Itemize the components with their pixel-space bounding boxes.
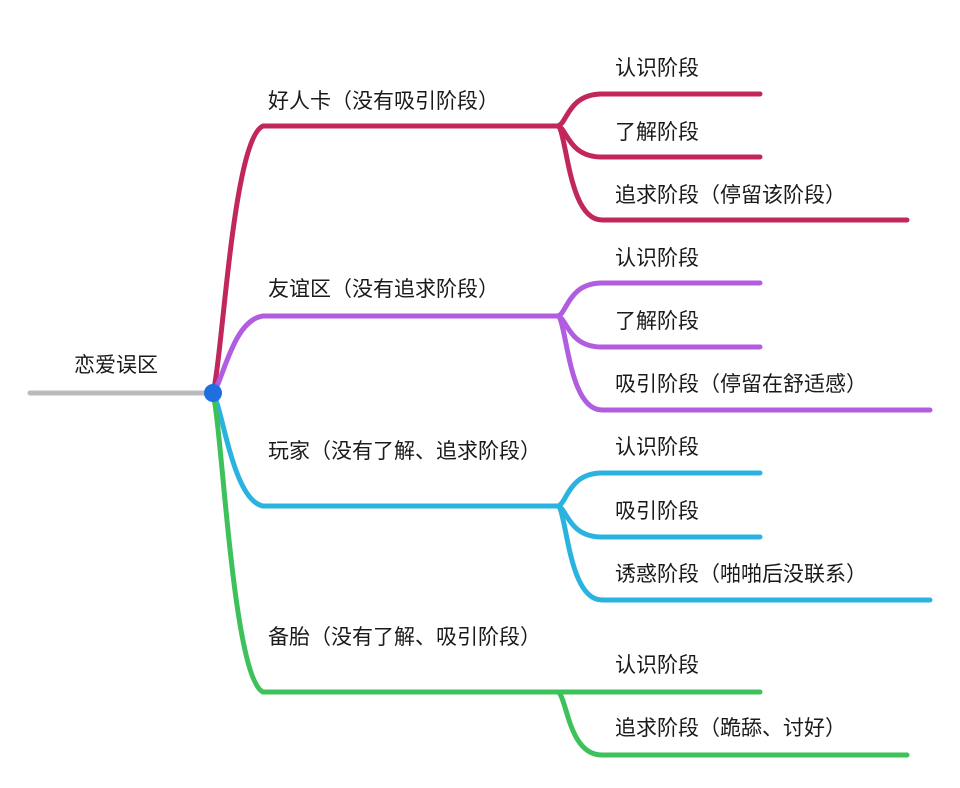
mindmap-edges: [27, 91, 933, 758]
leaf-line-backup-2: [554, 689, 910, 758]
branch-line-good-guy-card: [210, 123, 560, 396]
leaf-label-good-guy-card-2[interactable]: 了解阶段: [615, 120, 699, 144]
root-node-dot[interactable]: [204, 384, 222, 402]
leaf-line-good-guy-card-3: [554, 123, 910, 223]
branch-line-backup: [210, 390, 560, 695]
leaf-label-player-3[interactable]: 诱惑阶段（啪啪后没联系）: [615, 562, 867, 586]
branch-label-backup[interactable]: 备胎（没有了解、吸引阶段）: [268, 625, 541, 649]
branch-label-player[interactable]: 玩家（没有了解、追求阶段）: [268, 439, 541, 463]
leaf-label-friend-zone-2[interactable]: 了解阶段: [615, 309, 699, 333]
leaf-label-good-guy-card-3[interactable]: 追求阶段（停留该阶段）: [615, 183, 846, 207]
leaf-line-friend-zone-3: [554, 313, 933, 413]
leaf-line-player-3: [554, 503, 933, 603]
leaf-label-player-2[interactable]: 吸引阶段: [615, 499, 699, 523]
branch-label-good-guy-card[interactable]: 好人卡（没有吸引阶段）: [268, 89, 499, 113]
branch-label-friend-zone[interactable]: 友谊区（没有追求阶段）: [268, 277, 499, 301]
leaf-label-good-guy-card-1[interactable]: 认识阶段: [615, 56, 699, 80]
root-label[interactable]: 恋爱误区: [74, 353, 158, 377]
leaf-label-backup-1[interactable]: 认识阶段: [615, 653, 699, 677]
leaf-label-friend-zone-3[interactable]: 吸引阶段（停留在舒适感）: [615, 372, 867, 396]
branch-line-friend-zone: [210, 313, 560, 396]
leaf-label-player-1[interactable]: 认识阶段: [615, 435, 699, 459]
leaf-label-friend-zone-1[interactable]: 认识阶段: [615, 246, 699, 270]
leaf-label-backup-2[interactable]: 追求阶段（跪舔、讨好）: [615, 716, 846, 740]
